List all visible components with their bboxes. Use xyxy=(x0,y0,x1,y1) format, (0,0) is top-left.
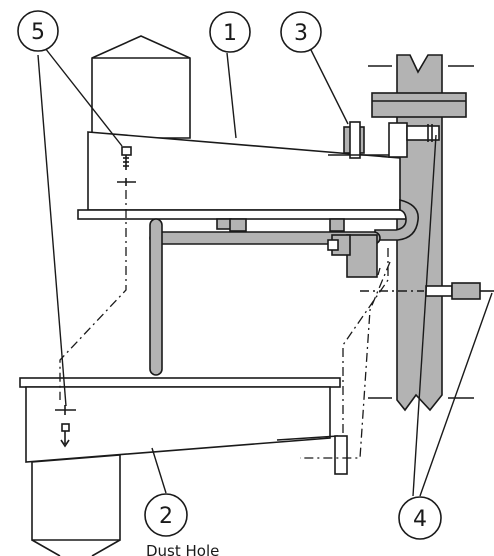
upper-hopper xyxy=(77,131,419,241)
upper-silo xyxy=(91,35,191,139)
callout-4-label: 4 xyxy=(413,507,427,532)
callout-4: 4 xyxy=(398,496,442,540)
callout-5: 5 xyxy=(17,10,59,52)
footer-caption: Dust Hole xyxy=(146,542,219,556)
callout-2-label: 2 xyxy=(159,504,173,529)
callout-1-label: 1 xyxy=(223,21,237,46)
upper-bolt xyxy=(117,146,136,186)
support-frame xyxy=(149,218,381,376)
flow-lines xyxy=(59,190,391,459)
clamp-nut xyxy=(328,121,440,159)
callout-1: 1 xyxy=(209,11,251,53)
callout-3: 3 xyxy=(280,11,322,53)
vertical-post xyxy=(368,54,474,412)
callout-2: 2 xyxy=(144,493,188,537)
lower-hopper xyxy=(19,377,348,556)
leader-lines xyxy=(37,47,493,497)
callout-5-label: 5 xyxy=(31,20,45,45)
callout-3-label: 3 xyxy=(294,21,308,46)
